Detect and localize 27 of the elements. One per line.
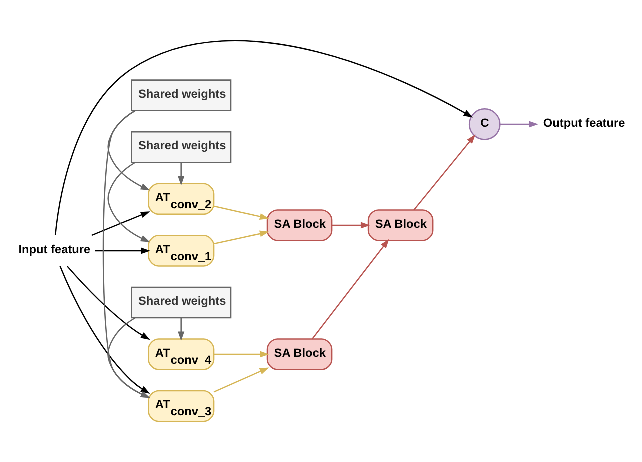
node-box: Shared weights: [131, 286, 232, 319]
node-text: Output feature: [543, 116, 626, 130]
arrow: [214, 206, 270, 220]
node-box: Shared weights: [131, 80, 232, 112]
node-circle: C: [468, 108, 501, 140]
node-box: SA Block: [368, 210, 434, 242]
arrow: [214, 230, 270, 245]
arrow: [178, 162, 185, 186]
arrow: [54, 40, 474, 236]
arrow: [95, 248, 150, 254]
arrow: [214, 368, 270, 393]
arrow: [414, 134, 476, 211]
node-text: Input feature: [18, 242, 91, 256]
arrow: [92, 212, 150, 236]
arrow: [332, 222, 370, 229]
arrow: [67, 266, 150, 340]
node-box: Shared weights: [131, 131, 232, 164]
arrow: [500, 121, 538, 128]
arrow: [178, 318, 185, 342]
arrow: [312, 239, 390, 340]
arrow: [108, 162, 150, 242]
arrow: [102, 110, 150, 398]
arrow: [214, 351, 270, 358]
arrow: [60, 266, 150, 394]
node-box: SA Block: [266, 338, 333, 370]
node-box: SA Block: [266, 210, 333, 242]
arrow: [108, 318, 150, 398]
